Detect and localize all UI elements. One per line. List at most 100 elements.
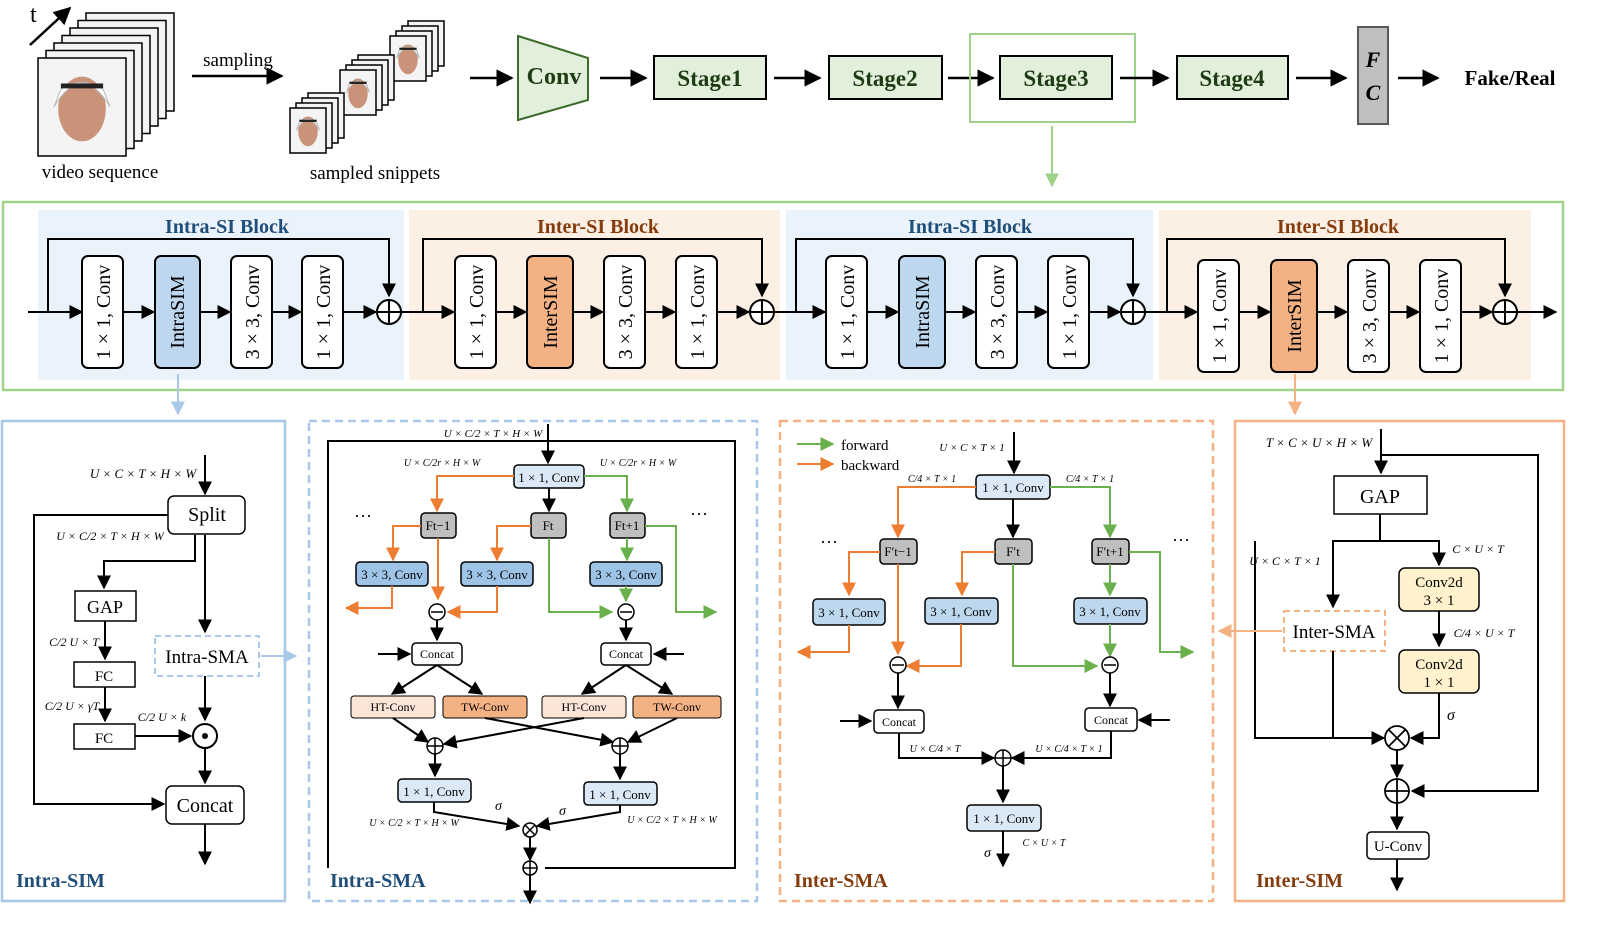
- gap-dim: C/2 U × T: [49, 635, 100, 649]
- intra-add-final: [522, 860, 538, 876]
- multiply-dot-center: [202, 733, 208, 739]
- conv-stem-label: Conv: [527, 64, 582, 90]
- legend-forward-label: forward: [841, 438, 889, 454]
- tw-conv-left-label: TW-Conv: [461, 700, 509, 714]
- inter-sim-right-dim: C × U × T: [1452, 542, 1505, 556]
- inter-sim-input-dim: T × C × U × H × W: [1266, 435, 1374, 450]
- block4: 1 × 1, Conv InterSIM 3 × 3, Conv 1 × 1, …: [1166, 238, 1558, 373]
- sma-to-mul: [1332, 651, 1384, 739]
- conv31b-to-sub: [905, 624, 962, 673]
- sub-op-right: [617, 603, 635, 621]
- block1-intrasim-label: IntraSIM: [167, 275, 189, 349]
- inter-sma-left-dim: C/4 × T × 1: [908, 474, 956, 485]
- block1-layer4-label: 1 × 1, Conv: [313, 265, 335, 360]
- intra-conv3-a-label: 3 × 3, Conv: [361, 567, 423, 582]
- time-label: t: [30, 2, 37, 28]
- tw-conv-right-label: TW-Conv: [653, 700, 701, 714]
- inter-green-split: [1050, 486, 1117, 539]
- inter-sim-left-dim: U × C × T × 1: [1249, 554, 1320, 568]
- ht-l-to-add: [392, 717, 430, 743]
- legend-backward-label: backward: [841, 458, 900, 474]
- intra-concat-left-label: Concat: [420, 647, 455, 661]
- inter-sma-out-dim: C × U × T: [1023, 838, 1067, 849]
- cr-to-tw: [625, 664, 674, 695]
- stage3-label: Stage3: [1023, 66, 1088, 91]
- intra-sma-skip: [545, 440, 736, 869]
- fc1-label: FC: [95, 669, 113, 685]
- snippet-thumb: [339, 69, 377, 116]
- intra-sma-label: Intra-SMA: [165, 647, 249, 668]
- inter-sma-title: Inter-SMA: [794, 870, 888, 892]
- tw-l-to-add-r: [484, 717, 615, 747]
- inter-sma-box: [1283, 610, 1386, 652]
- ht-conv-left-label: HT-Conv: [371, 700, 416, 714]
- intra-sma-ellipsis-right: ···: [690, 504, 708, 524]
- block4-layer1-label: 1 × 1, Conv: [1209, 269, 1231, 364]
- inter-concat-l-to-add: [898, 733, 996, 765]
- inter-sim-mul: [1384, 725, 1410, 751]
- block3: 1 × 1, Conv IntraSIM 3 × 3, Conv 1 × 1, …: [795, 238, 1199, 369]
- inter-gap-label: GAP: [1360, 486, 1400, 508]
- block1-layer3-label: 3 × 3, Conv: [242, 265, 264, 360]
- block3-layer3-label: 3 × 3, Conv: [987, 265, 1009, 360]
- intra-gap-box: [74, 590, 137, 622]
- stage2-block: [828, 55, 943, 100]
- block4-intersim-label: InterSIM: [1284, 279, 1306, 353]
- inter-sim-add: [1384, 778, 1410, 804]
- fc2-dim: C/2 U × k: [138, 710, 187, 724]
- block1-layer1-label: 1 × 1, Conv: [93, 265, 115, 360]
- f-cur-to-sub-right: [548, 538, 614, 619]
- stage-detail: Intra-SI Block Inter-SI Block Intra-SI B…: [1, 200, 1565, 416]
- inter-concat-right-label: Concat: [1094, 713, 1129, 727]
- output-label: Fake/Real: [1465, 66, 1556, 90]
- inter-add-mid: [994, 749, 1012, 767]
- ht-r-to-add-l: [442, 717, 585, 749]
- conv2d-b-to-mul: [1409, 693, 1440, 745]
- block4-layer3-label: 3 × 3, Conv: [1359, 269, 1381, 364]
- f-prev-label: Ft−1: [426, 518, 451, 533]
- block3-intrasim-label: IntraSIM: [912, 275, 934, 349]
- stage4-label: Stage4: [1199, 66, 1265, 91]
- inter-sub-right: [1101, 656, 1119, 674]
- intra-sigma-right: σ: [559, 804, 567, 819]
- block4-add: [1492, 299, 1518, 325]
- inter-concat-r-to-add: [1010, 731, 1112, 765]
- fc-block: [1357, 26, 1389, 125]
- pipeline-row: t video sequence sampling sampled snippe…: [29, 2, 1556, 188]
- intra-sma-input-dim: U × C/2 × T × H × W: [444, 428, 543, 440]
- fc-label-top: F: [1365, 47, 1381, 72]
- intra-sim-input-dim: U × C × T × H × W: [90, 466, 198, 481]
- block3-title: Intra-SI Block: [908, 216, 1033, 238]
- block2-title: Inter-SI Block: [537, 216, 660, 238]
- inter-sma-conv-top-label: 1 × 1, Conv: [982, 480, 1044, 495]
- intra-conv3-b-label: 3 × 3, Conv: [466, 567, 528, 582]
- inter-sma-box-label: Inter-SMA: [1293, 622, 1376, 643]
- f-next-label: Ft+1: [615, 518, 640, 533]
- conv2d-a-label1: Conv2d: [1415, 575, 1463, 591]
- intra-conv-bottom-left-label: 1 × 1, Conv: [403, 784, 465, 799]
- intra-conv-bottom-right-label: 1 × 1, Conv: [589, 787, 651, 802]
- intra-sim-panel: Intra-SIM U × C × T × H × W Split U × C/…: [0, 419, 298, 903]
- inter-sim-title: Inter-SIM: [1256, 870, 1343, 892]
- inter-sma-panel: Inter-SMA forward backward U × C × T × 1…: [778, 419, 1215, 903]
- block1-add: [376, 299, 402, 325]
- stage1-block: [653, 55, 767, 100]
- inter-sma-right-dim: C/4 × T × 1: [1066, 474, 1114, 485]
- inter-concat-left-label: Concat: [882, 715, 917, 729]
- inter-sim-skip: [1381, 454, 1539, 798]
- split-label: Split: [188, 504, 226, 526]
- block1-title: Intra-SI Block: [165, 216, 290, 238]
- sma-green-split: [584, 475, 634, 513]
- snippets-label: sampled snippets: [310, 163, 440, 184]
- block2-layer4-label: 1 × 1, Conv: [687, 265, 709, 360]
- intra-sma-conv-top-label: 1 × 1, Conv: [518, 470, 580, 485]
- block2-skip: [422, 238, 769, 312]
- fp-next-out: [1129, 551, 1195, 659]
- inter-conv31-a-label: 3 × 1, Conv: [818, 605, 880, 620]
- video-frame-thumb: [37, 57, 127, 157]
- conv2d-b-label1: Conv2d: [1415, 657, 1463, 673]
- intra-sigma-left: σ: [495, 799, 503, 814]
- intra-gap-label: GAP: [87, 597, 123, 617]
- block4-layer4: [1419, 259, 1462, 373]
